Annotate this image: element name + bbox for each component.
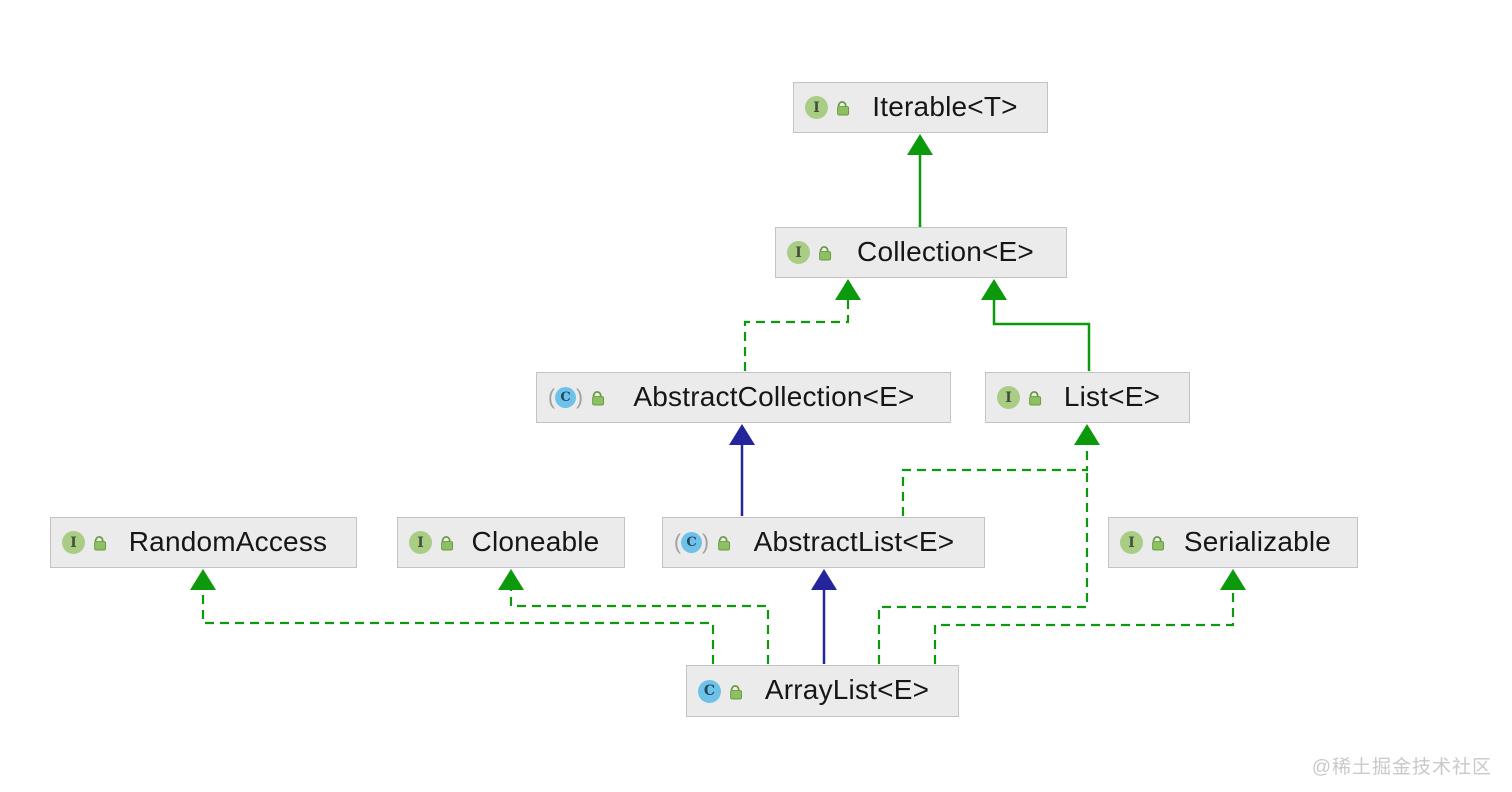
public-lock-icon: [718, 536, 731, 551]
public-lock-icon: [1029, 391, 1042, 406]
watermark: @稀土掘金技术社区: [1311, 757, 1492, 778]
class-node-arraylist[interactable]: C ArrayList<E>: [686, 665, 959, 717]
class-icon: C: [698, 679, 721, 703]
edge-list-to-collection: [992, 300, 1091, 371]
edge-arraylist-to-serializable: [933, 590, 1235, 664]
abstract-paren-close: ): [576, 386, 583, 409]
arrowhead-abstractlist-to-abstractcollection: [729, 424, 755, 445]
node-icons: I: [1120, 531, 1166, 554]
abstract-paren-close: ): [702, 531, 709, 554]
node-label: Cloneable: [471, 525, 600, 557]
interface-icon: I: [805, 96, 828, 119]
arrowhead-arraylist-to-cloneable: [498, 569, 524, 590]
node-label: RandomAccess: [128, 525, 328, 557]
node-label: List<E>: [1063, 380, 1161, 412]
public-lock-icon: [819, 246, 832, 261]
public-lock-icon: [441, 536, 454, 551]
node-icons: (C): [674, 532, 732, 553]
node-label: Iterable<T>: [872, 90, 1018, 122]
class-node-serializable[interactable]: I Serializable: [1108, 517, 1358, 568]
class-node-randomaccess[interactable]: I RandomAccess: [50, 517, 357, 568]
abstract-paren-open: (: [548, 386, 555, 409]
arrowhead-list-to-collection: [981, 279, 1007, 300]
edge-arraylist-to-randomaccess: [201, 590, 715, 664]
class-node-abstractcollection[interactable]: (C) AbstractCollection<E>: [536, 372, 951, 423]
public-lock-icon: [94, 536, 107, 551]
interface-icon: I: [997, 386, 1020, 409]
arrowhead-arraylist-to-abstractlist: [811, 569, 837, 590]
node-label: Serializable: [1183, 525, 1332, 557]
public-lock-icon: [592, 391, 605, 406]
class-node-cloneable[interactable]: I Cloneable: [397, 517, 625, 568]
edge-abstractlist-to-list: [901, 445, 1089, 516]
abstract-class-icon: C: [681, 532, 702, 553]
interface-icon: I: [62, 531, 85, 554]
node-icons: I: [787, 241, 833, 264]
node-label: AbstractList<E>: [753, 525, 955, 557]
interface-icon: I: [409, 531, 432, 554]
edge-arraylist-to-cloneable: [509, 590, 770, 664]
arrowhead-arraylist-to-serializable: [1220, 569, 1246, 590]
arrowhead-abstractlist-to-list: [1074, 424, 1100, 445]
node-label: ArrayList<E>: [764, 674, 930, 705]
edge-arraylist-to-list: [877, 468, 1089, 664]
class-node-iterable[interactable]: I Iterable<T>: [793, 82, 1048, 133]
public-lock-icon: [837, 101, 850, 116]
node-icons: I: [409, 531, 455, 554]
arrowhead-collection-to-iterable: [907, 134, 933, 155]
abstract-paren-open: (: [674, 531, 681, 554]
edge-abstractcollection-to-collection: [743, 300, 850, 371]
public-lock-icon: [1152, 536, 1165, 551]
interface-icon: I: [787, 241, 810, 264]
node-icons: I: [805, 96, 851, 119]
node-label: Collection<E>: [857, 235, 1034, 267]
arrowhead-abstractcollection-to-collection: [835, 279, 861, 300]
interface-icon: I: [1120, 531, 1143, 554]
class-node-abstractlist[interactable]: (C) AbstractList<E>: [662, 517, 985, 568]
arrowhead-arraylist-to-randomaccess: [190, 569, 216, 590]
node-icons: I: [997, 386, 1043, 409]
class-node-collection[interactable]: I Collection<E>: [775, 227, 1067, 278]
class-node-list[interactable]: I List<E>: [985, 372, 1190, 423]
node-icons: C: [698, 679, 744, 703]
node-icons: (C): [548, 387, 606, 408]
abstract-class-icon: C: [555, 387, 576, 408]
node-icons: I: [62, 531, 108, 554]
node-label: AbstractCollection<E>: [633, 380, 915, 412]
public-lock-icon: [730, 684, 743, 699]
